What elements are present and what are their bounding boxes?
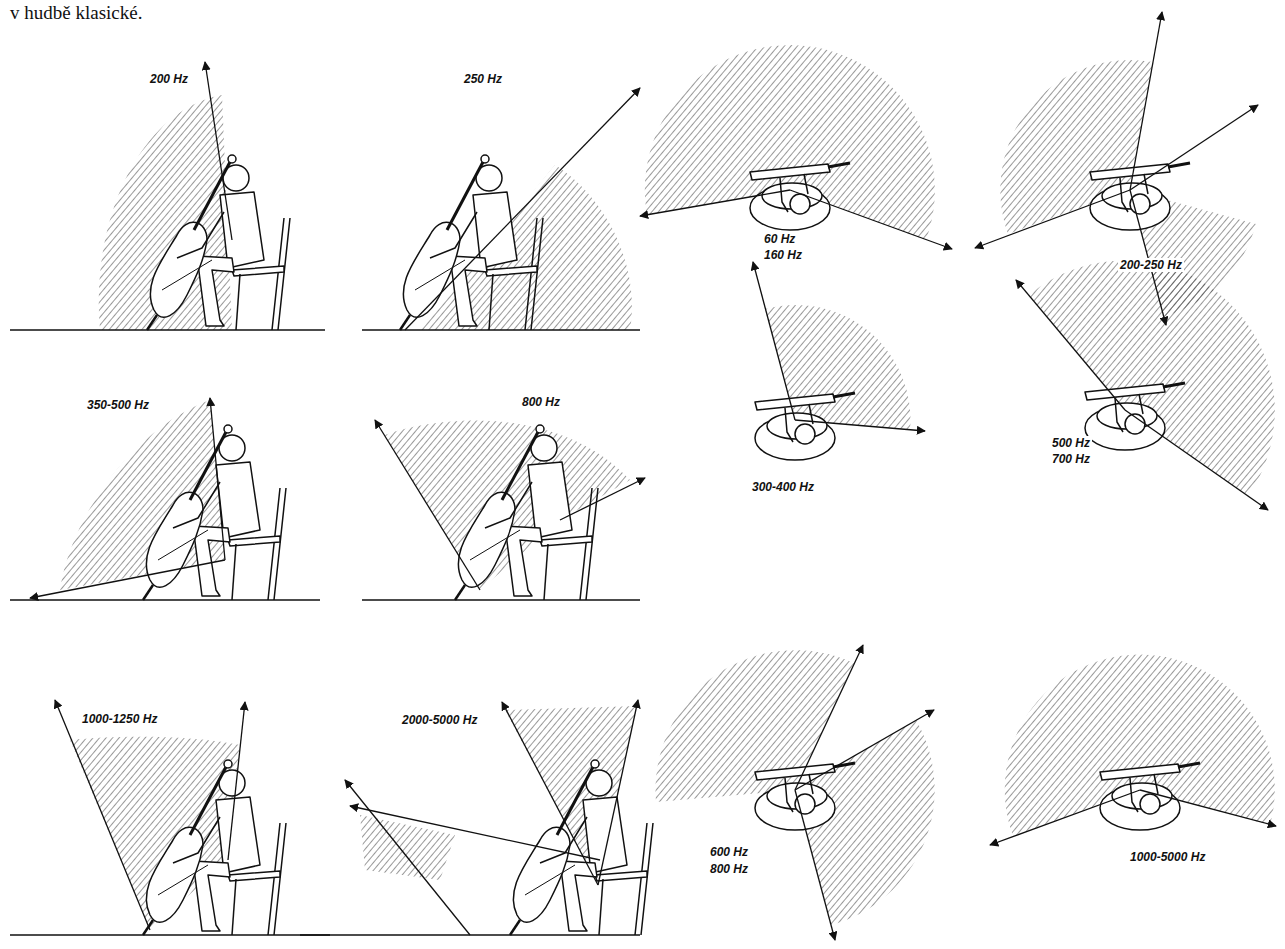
- frequency-label: 200 Hz: [148, 72, 190, 86]
- caption-text: v hudbě klasické.: [8, 2, 144, 25]
- frequency-label: 2000-5000 Hz: [400, 713, 479, 727]
- frequency-label: 200-250 Hz: [1118, 258, 1184, 272]
- frequency-label: 1000-1250 Hz: [80, 712, 159, 726]
- frequency-label: 60 Hz: [762, 232, 797, 246]
- frequency-label: 600 Hz: [708, 845, 750, 859]
- frequency-label: 800 Hz: [708, 862, 750, 876]
- direction-arrow: [30, 12, 1276, 940]
- frequency-label: 800 Hz: [520, 395, 562, 409]
- frequency-label: 350-500 Hz: [85, 398, 151, 412]
- frequency-label: 300-400 Hz: [750, 480, 816, 494]
- cellist-figure: [143, 155, 1200, 935]
- frequency-label: 700 Hz: [1050, 452, 1092, 466]
- frequency-label: 160 Hz: [762, 248, 804, 262]
- frequency-label: 250 Hz: [462, 72, 504, 86]
- frequency-label: 1000-5000 Hz: [1128, 850, 1207, 864]
- frequency-label: 500 Hz: [1050, 436, 1092, 450]
